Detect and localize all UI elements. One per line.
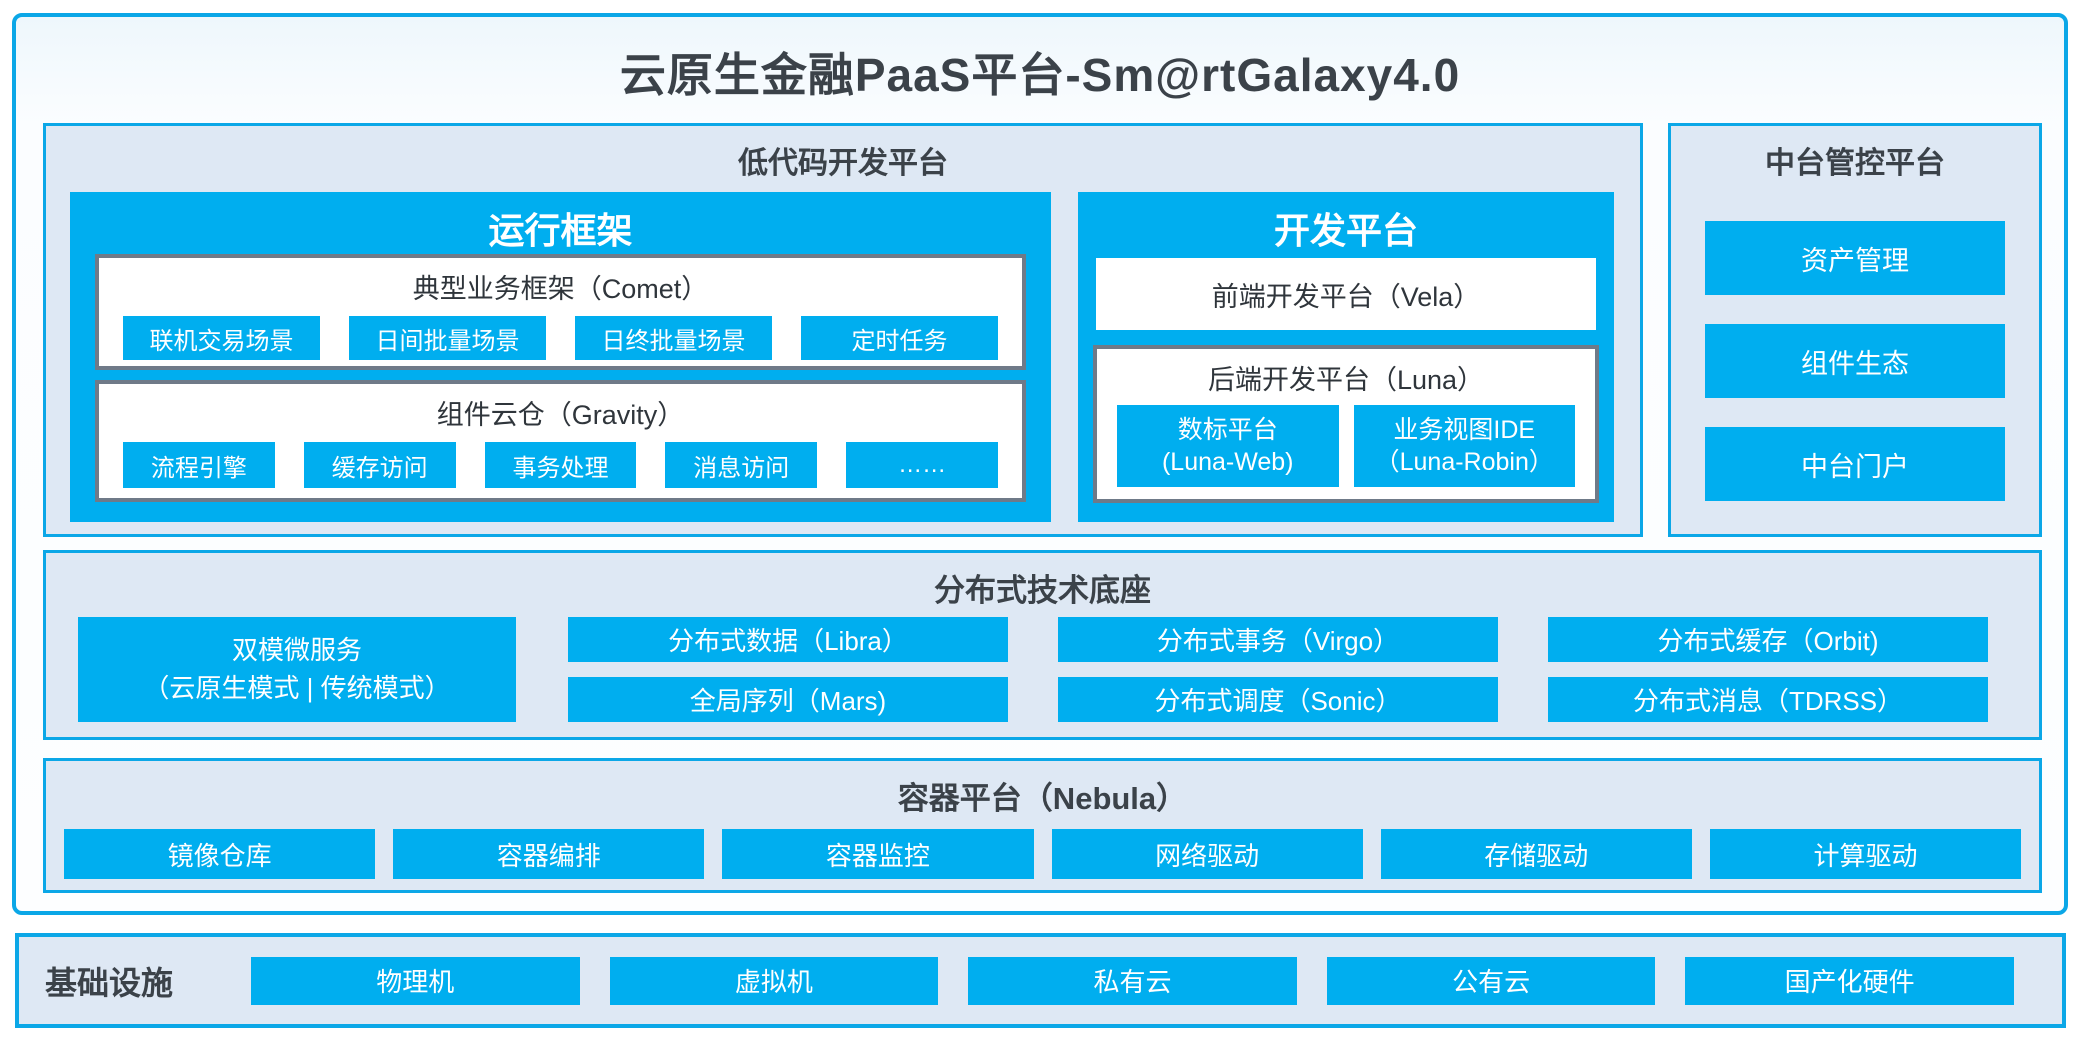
low-code-section-title: 低代码开发平台: [738, 147, 948, 180]
distributed-base-title: 分布式技术底座: [934, 573, 1151, 608]
luna-robin-line2: （Luna-Robin）: [1374, 448, 1554, 476]
gravity-box-title: 组件云仓（Gravity）: [436, 400, 685, 430]
section-mid-platform: 中台管控平台 资产管理 组件生态 中台门户: [1668, 123, 2042, 537]
luna-backend-box: 后端开发平台（Luna） 数标平台 (Luna-Web) 业务视图IDE （Lu…: [1093, 345, 1599, 503]
luna-item-row: 数标平台 (Luna-Web) 业务视图IDE （Luna-Robin）: [1097, 405, 1595, 487]
distributed-column-2: 分布式事务（Virgo） 分布式调度（Sonic）: [1058, 617, 1498, 722]
block-luna-web: 数标平台 (Luna-Web): [1117, 405, 1339, 487]
container-platform-title: 容器平台（Nebula）: [897, 781, 1188, 816]
block-global-sequence-mars: 全局序列（Mars): [568, 677, 1008, 722]
block-container-monitoring: 容器监控: [722, 829, 1034, 879]
luna-robin-line1: 业务视图IDE: [1393, 415, 1536, 444]
block-distributed-scheduling-sonic: 分布式调度（Sonic）: [1058, 677, 1498, 722]
section-distributed-base: 分布式技术底座 双模微服务 （云原生模式 | 传统模式） 分布式数据（Libra…: [43, 550, 2042, 740]
page-title: 云原生金融PaaS平台-Sm@rtGalaxy4.0: [619, 49, 1461, 101]
luna-box-title: 后端开发平台（Luna）: [1207, 365, 1485, 395]
dev-platform-title: 开发平台: [1273, 210, 1418, 251]
block-asset-management: 资产管理: [1705, 221, 2005, 295]
mid-platform-items: 资产管理 组件生态 中台门户: [1705, 221, 2005, 501]
luna-web-line1: 数标平台: [1177, 415, 1278, 444]
distributed-column-1: 分布式数据（Libra） 全局序列（Mars): [568, 617, 1008, 722]
infrastructure-item-row: 物理机 虚拟机 私有云 公有云 国产化硬件: [251, 956, 2014, 1005]
block-online-transaction: 联机交易场景: [123, 316, 320, 360]
block-physical-machine: 物理机: [251, 956, 580, 1005]
comet-box-title: 典型业务框架（Comet）: [412, 274, 709, 304]
block-message-access: 消息访问: [665, 442, 818, 488]
dual-mode-line1: 双模微服务: [231, 634, 362, 665]
block-transaction-processing: 事务处理: [484, 442, 637, 488]
block-mid-platform-portal: 中台门户: [1705, 427, 2005, 501]
vela-frontend-box: 前端开发平台（Vela）: [1096, 258, 1596, 330]
runtime-framework-panel: 运行框架 典型业务框架（Comet） 联机交易场景 日间批量场景 日终批量场景 …: [70, 192, 1051, 522]
dual-mode-line2: （云原生模式 | 传统模式）: [143, 672, 451, 703]
comet-item-row: 联机交易场景 日间批量场景 日终批量场景 定时任务: [99, 316, 1022, 360]
luna-web-line2: (Luna-Web): [1161, 448, 1294, 476]
block-private-cloud: 私有云: [968, 956, 1297, 1005]
block-container-orchestration: 容器编排: [393, 829, 705, 879]
dev-platform-panel: 开发平台 前端开发平台（Vela） 后端开发平台（Luna） 数标平台 (Lun…: [1078, 192, 1614, 522]
comet-framework-box: 典型业务框架（Comet） 联机交易场景 日间批量场景 日终批量场景 定时任务: [95, 254, 1026, 370]
block-storage-driver: 存储驱动: [1380, 829, 1692, 879]
block-luna-robin: 业务视图IDE （Luna-Robin）: [1353, 405, 1575, 487]
section-infrastructure: 基础设施 物理机 虚拟机 私有云 公有云 国产化硬件: [15, 933, 2066, 1028]
runtime-framework-title: 运行框架: [488, 210, 633, 251]
block-compute-driver: 计算驱动: [1709, 829, 2022, 879]
container-item-row: 镜像仓库 容器编排 容器监控 网络驱动 存储驱动 计算驱动: [64, 829, 2022, 879]
block-component-ecosystem: 组件生态: [1705, 324, 2005, 398]
section-low-code-platform: 低代码开发平台 运行框架 典型业务框架（Comet） 联机交易场景 日间批量场景…: [43, 123, 1643, 537]
block-public-cloud: 公有云: [1326, 956, 1656, 1005]
block-network-driver: 网络驱动: [1051, 829, 1363, 879]
block-cache-access: 缓存访问: [303, 442, 456, 488]
mid-platform-title: 中台管控平台: [1765, 147, 1945, 180]
block-distributed-transaction-virgo: 分布式事务（Virgo）: [1058, 617, 1498, 662]
gravity-item-row: 流程引擎 缓存访问 事务处理 消息访问 ……: [99, 442, 1022, 488]
distributed-column-3: 分布式缓存（Orbit) 分布式消息（TDRSS）: [1548, 617, 1988, 722]
block-distributed-data-libra: 分布式数据（Libra）: [568, 617, 1008, 662]
block-distributed-message-tdrss: 分布式消息（TDRSS）: [1548, 677, 1988, 722]
block-dual-mode-microservice: 双模微服务 （云原生模式 | 传统模式）: [78, 617, 516, 722]
infrastructure-title: 基础设施: [45, 964, 174, 1001]
block-domestic-hardware: 国产化硬件: [1685, 956, 2014, 1005]
block-daytime-batch: 日间批量场景: [349, 316, 546, 360]
block-distributed-cache-orbit: 分布式缓存（Orbit): [1548, 617, 1988, 662]
section-container-platform: 容器平台（Nebula） 镜像仓库 容器编排 容器监控 网络驱动 存储驱动 计算…: [43, 758, 2042, 893]
block-scheduled-task: 定时任务: [801, 316, 998, 360]
block-process-engine: 流程引擎: [123, 442, 275, 488]
block-ellipsis-more: ……: [846, 442, 998, 488]
gravity-warehouse-box: 组件云仓（Gravity） 流程引擎 缓存访问 事务处理 消息访问 ……: [95, 380, 1026, 502]
block-virtual-machine: 虚拟机: [609, 956, 939, 1005]
block-endofday-batch: 日终批量场景: [575, 316, 772, 360]
block-image-registry: 镜像仓库: [64, 829, 376, 879]
